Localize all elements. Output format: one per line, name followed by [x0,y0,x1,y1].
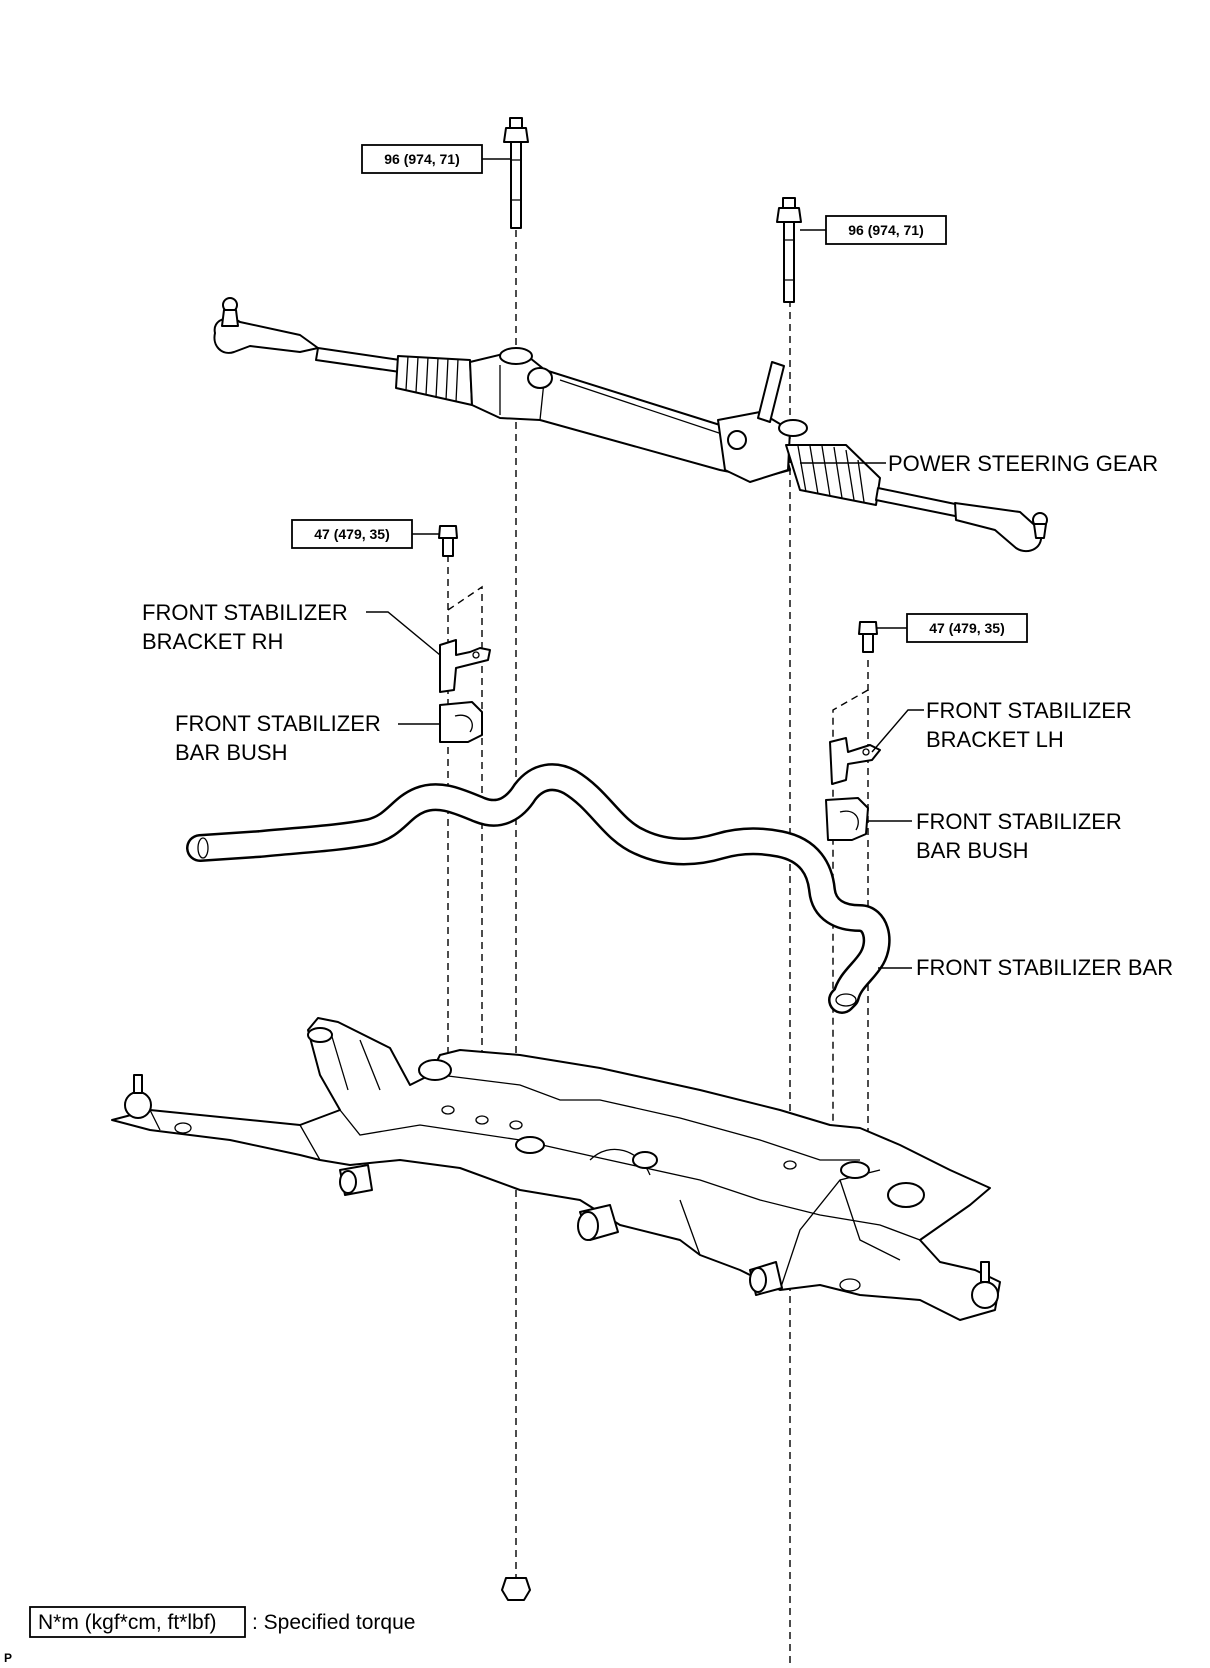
torque-label-gear-left: 96 (974, 71) [361,144,510,174]
svg-text:FRONT STABILIZER: FRONT STABILIZER [926,698,1132,723]
gear-nut-left [501,1577,531,1601]
svg-text:96 (974, 71): 96 (974, 71) [848,222,924,238]
svg-text:FRONT STABILIZER: FRONT STABILIZER [916,809,1122,834]
gear-bolt-right [776,197,802,303]
power-steering-gear [213,297,1048,553]
torque-label-bracket-rh: 47 (479, 35) [291,519,440,549]
label-front-stabilizer-bar-bush-rh: FRONT STABILIZER BAR BUSH [175,711,440,765]
svg-text:: Specified torque: : Specified torque [252,1611,415,1634]
front-suspension-crossmember [111,1017,1001,1321]
svg-text:N*m (kgf*cm, ft*lbf): N*m (kgf*cm, ft*lbf) [38,1611,217,1634]
label-front-stabilizer-bar-bush-lh: FRONT STABILIZER BAR BUSH [868,809,1122,863]
gear-bolt-left [503,117,529,229]
label-front-stabilizer-bar: FRONT STABILIZER BAR [878,955,1173,980]
svg-text:POWER STEERING GEAR: POWER STEERING GEAR [888,451,1158,476]
bracket-bolt-lh [858,621,878,653]
front-stabilizer-bar-bush-lh [825,797,869,841]
torque-label-bracket-lh: 47 (479, 35) [877,613,1028,643]
svg-text:96 (974, 71): 96 (974, 71) [384,151,460,167]
svg-text:47 (479, 35): 47 (479, 35) [929,620,1005,636]
svg-text:47 (479, 35): 47 (479, 35) [314,526,390,542]
front-stabilizer-bracket-lh [829,737,881,785]
svg-text:BAR BUSH: BAR BUSH [916,838,1028,863]
torque-legend: N*m (kgf*cm, ft*lbf) : Specified torque [29,1606,415,1638]
corner-mark: P [4,1651,12,1665]
torque-label-gear-right: 96 (974, 71) [800,215,947,245]
front-stabilizer-bracket-rh [439,639,491,693]
front-stabilizer-bar-bush-rh [439,701,483,743]
svg-text:BRACKET RH: BRACKET RH [142,629,283,654]
svg-text:FRONT STABILIZER: FRONT STABILIZER [175,711,381,736]
label-front-stabilizer-bracket-rh: FRONT STABILIZER BRACKET RH [142,600,441,656]
label-front-stabilizer-bracket-lh: FRONT STABILIZER BRACKET LH [871,698,1132,753]
bracket-bolt-rh [438,525,458,557]
svg-text:FRONT STABILIZER BAR: FRONT STABILIZER BAR [916,955,1173,980]
label-power-steering-gear: POWER STEERING GEAR [800,451,1158,476]
svg-text:BAR BUSH: BAR BUSH [175,740,287,765]
svg-text:BRACKET LH: BRACKET LH [926,727,1064,752]
svg-text:FRONT STABILIZER: FRONT STABILIZER [142,600,348,625]
front-stabilizer-bar [186,763,891,1014]
